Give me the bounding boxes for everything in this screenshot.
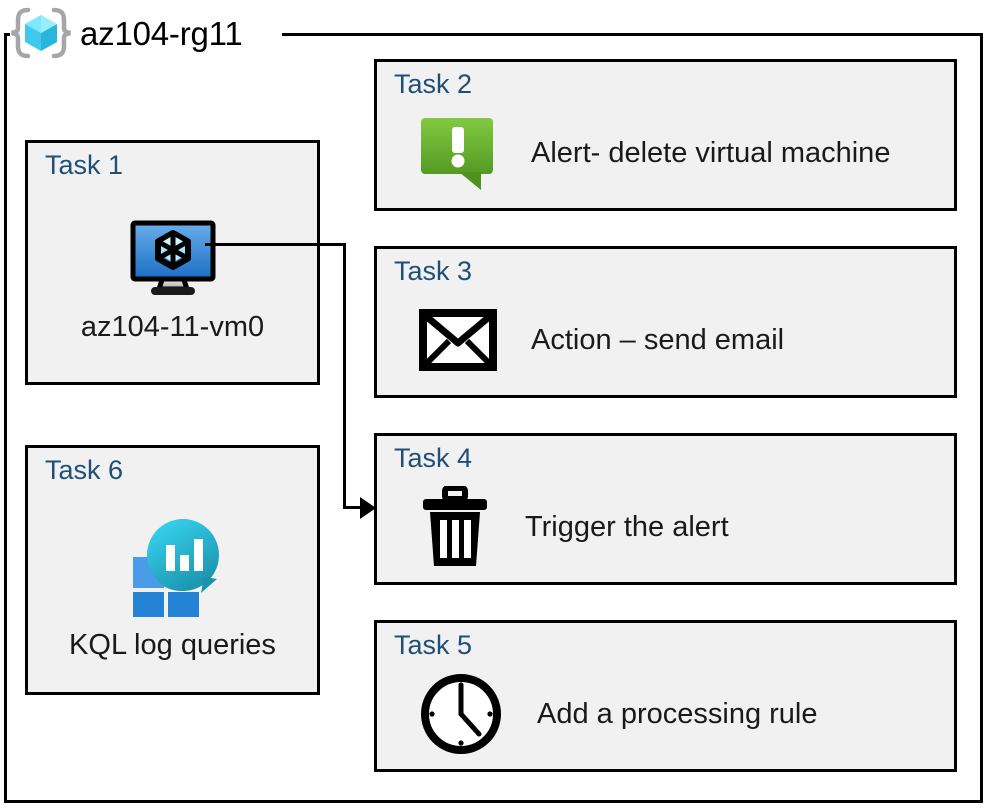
task-caption-3: Action – send email — [531, 323, 785, 356]
task-box-task-2[interactable]: Task 2 Alert- delete virtual machin — [374, 59, 957, 211]
resource-group-name: az104-rg11 — [80, 14, 243, 52]
task-label-4: Task 4 — [394, 443, 473, 473]
task-caption-5: Add a processing rule — [537, 697, 818, 730]
alert-speech-bubble-icon — [419, 114, 497, 192]
task-label-2: Task 2 — [394, 69, 473, 99]
task-box-task-1[interactable]: Task 1 — [25, 140, 320, 385]
virtual-machine-icon — [127, 219, 219, 299]
task-box-task-5[interactable]: Task 5 Add a processing rule — [374, 620, 957, 772]
resource-group-title-gap — [10, 24, 282, 44]
connector-segment-vertical — [343, 243, 346, 509]
task-caption-4: Trigger the alert — [525, 510, 729, 543]
task-label-5: Task 5 — [394, 630, 473, 660]
resource-group-cube-icon — [10, 6, 72, 60]
connector-arrowhead-icon — [360, 497, 376, 519]
task-caption-6: KQL log queries — [69, 628, 276, 661]
task-box-task-4[interactable]: Task 4 Trigger the alert — [374, 433, 957, 585]
trash-can-icon — [419, 486, 491, 568]
task-label-1: Task 1 — [45, 150, 124, 180]
task-caption-1: az104-11-vm0 — [80, 311, 265, 343]
task-box-task-6[interactable]: Task 6 — [25, 445, 320, 695]
connector-segment-horizontal-bottom — [343, 506, 363, 509]
task-label-6: Task 6 — [45, 455, 124, 485]
log-analytics-icon — [121, 517, 225, 617]
task-box-task-3[interactable]: Task 3 Action – send email — [374, 246, 957, 398]
resource-group-header: az104-rg11 — [10, 2, 243, 64]
task-caption-2: Alert- delete virtual machine — [531, 136, 891, 169]
task-label-3: Task 3 — [394, 256, 473, 286]
resource-group-boundary — [4, 33, 983, 803]
envelope-icon — [419, 309, 497, 371]
connector-segment-horizontal-top — [205, 243, 346, 246]
clock-icon — [419, 672, 503, 756]
